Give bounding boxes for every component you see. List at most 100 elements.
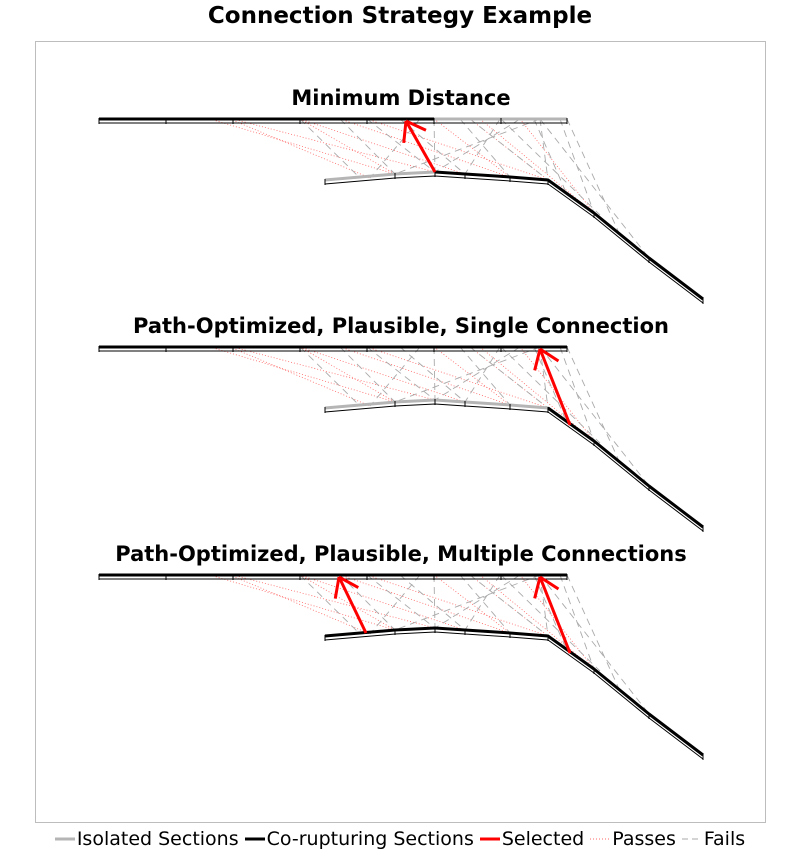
failing-connection — [464, 118, 501, 175]
selected-connection — [402, 119, 437, 173]
passing-connection — [299, 574, 466, 631]
passing-connection — [232, 346, 436, 401]
failing-connection — [464, 574, 501, 631]
failing-connection — [394, 118, 541, 175]
passing-connection — [232, 574, 436, 629]
selected-connection — [533, 347, 572, 426]
failing-connection — [433, 346, 436, 401]
failing-connection — [500, 574, 601, 672]
lower-fault-outline — [324, 631, 704, 760]
passing-connection — [479, 118, 595, 214]
failing-connection — [469, 118, 549, 181]
failing-connection — [469, 574, 549, 637]
failing-connection — [464, 346, 501, 403]
passing-connection — [299, 574, 396, 631]
failing-connection — [566, 118, 621, 236]
failing-connection — [299, 118, 361, 179]
figure-title: Connection Strategy Example — [207, 3, 593, 29]
passing-connection — [299, 118, 396, 175]
passing-connection — [229, 118, 371, 179]
failing-connection — [539, 118, 650, 259]
failing-connection — [434, 574, 521, 629]
legend-item: Fails — [681, 828, 745, 850]
failing-connection — [500, 346, 601, 444]
passing-connection — [479, 574, 595, 670]
failing-connection — [399, 574, 466, 631]
lower-fault-corupturing — [324, 626, 704, 757]
panel-minimum-distance — [98, 117, 704, 304]
failing-connection — [533, 346, 566, 419]
passing-connection — [366, 346, 549, 409]
selected-connection-shaft — [538, 576, 572, 654]
failing-connection — [366, 346, 436, 401]
panel-multiple-connections — [98, 573, 704, 760]
passing-connection — [209, 346, 396, 403]
failing-connection — [434, 346, 521, 401]
lower-fault-outline — [324, 403, 704, 532]
failing-connection — [539, 346, 650, 487]
selected-connection-head — [333, 576, 341, 599]
panel-single-connection — [98, 345, 704, 532]
failing-connection — [539, 574, 650, 715]
selected-connection-shaft — [538, 348, 572, 426]
legend-item: Selected — [479, 828, 585, 850]
legend-label: Selected — [501, 828, 585, 850]
passing-connection — [232, 118, 436, 173]
panel-title: Path-Optimized, Plausible, Single Connec… — [133, 314, 669, 338]
failing-connection — [299, 346, 361, 407]
passing-connection — [433, 118, 511, 178]
selected-connection-head — [539, 347, 560, 363]
failing-connection — [339, 346, 396, 403]
failing-connection — [559, 118, 595, 214]
failing-connection — [433, 118, 436, 173]
passing-connection — [209, 118, 396, 175]
selected-connection-shaft — [404, 120, 437, 173]
lower-fault-outline — [324, 175, 704, 304]
selected-connection-head — [402, 120, 408, 144]
selected-connection-head — [533, 576, 542, 599]
failing-connection — [566, 346, 621, 464]
failing-connection — [566, 574, 621, 692]
plot-frame — [35, 41, 766, 823]
legend-item: Isolated Sections — [54, 828, 239, 850]
failing-connection — [366, 118, 436, 173]
failing-connection — [394, 574, 541, 631]
legend-item: Co-rupturing Sections — [244, 828, 474, 850]
failing-connection — [459, 574, 511, 634]
passing-connection — [366, 574, 549, 637]
passing-connection — [299, 346, 396, 403]
selected-connection-arrow — [533, 347, 572, 426]
passing-connection — [299, 118, 466, 175]
failing-connection — [459, 346, 511, 406]
panel-title: Path-Optimized, Plausible, Multiple Conn… — [115, 542, 686, 566]
failing-connection — [366, 574, 436, 629]
selected-connection-arrow — [402, 119, 437, 173]
selected-connection-arrow — [333, 575, 368, 634]
failing-connection — [299, 574, 361, 635]
passing-connection — [229, 346, 371, 407]
passing-connection — [229, 574, 371, 635]
failing-connection — [433, 574, 436, 629]
selected-connection-arrow — [533, 575, 572, 654]
legend: Isolated Sections Co-rupturing Sections … — [0, 826, 800, 852]
legend-swatch-fails — [681, 834, 702, 844]
lower-fault-corupturing — [547, 406, 704, 529]
passing-connection — [433, 346, 511, 406]
connection-diagram: Minimum Distance Path-Optimized, Plausib… — [98, 86, 704, 760]
failing-connection — [394, 346, 541, 403]
legend-swatch-passes — [590, 834, 611, 844]
selected-connection-head — [533, 348, 542, 371]
failing-connection — [539, 118, 549, 181]
lower-fault-corupturing — [434, 170, 704, 301]
legend-label: Co-rupturing Sections — [266, 828, 474, 850]
lower-fault-isolated — [324, 398, 549, 410]
failing-connection — [339, 118, 396, 175]
selected-connection — [533, 575, 572, 654]
failing-connection — [533, 118, 566, 191]
selected-connection-head — [539, 575, 560, 591]
failing-connection — [539, 574, 549, 637]
failing-connection — [559, 574, 595, 670]
failing-connection — [559, 346, 595, 442]
selected-connection-shaft — [337, 576, 368, 634]
failing-connection — [533, 574, 566, 647]
